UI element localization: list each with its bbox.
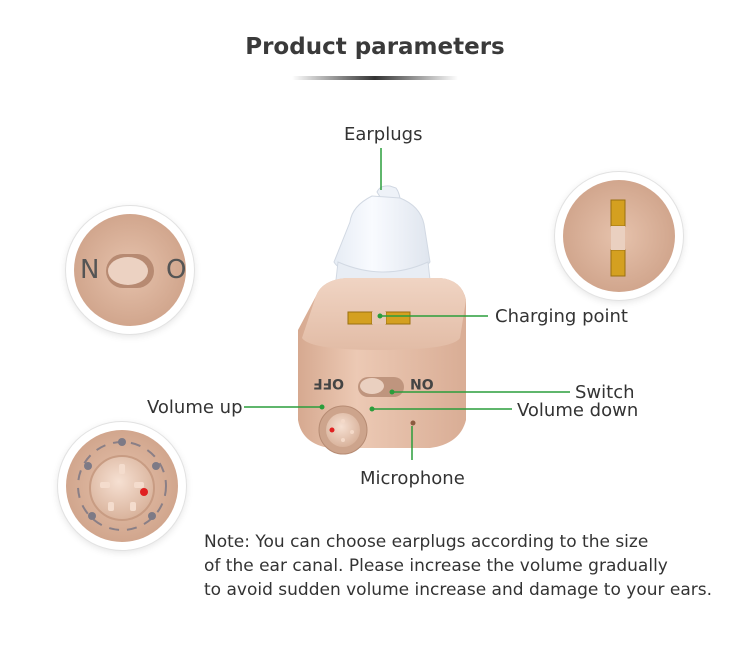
device-off-text: OFF <box>313 375 345 391</box>
label-microphone: Microphone <box>360 468 465 489</box>
note-text: Note: You can choose earplugs according … <box>204 530 734 602</box>
svg-text:N: N <box>80 255 99 285</box>
volume-knob-closeup <box>58 422 186 550</box>
svg-text:O: O <box>166 255 186 285</box>
device-on-text: ON <box>410 375 434 391</box>
device-body <box>298 278 466 455</box>
label-switch: Switch <box>575 382 635 403</box>
switch-closeup: N O <box>66 206 194 334</box>
note-line-2: of the ear canal. Please increase the vo… <box>204 556 668 576</box>
charging-closeup <box>555 172 683 300</box>
earplug-tip <box>333 185 431 289</box>
label-earplugs: Earplugs <box>344 124 423 145</box>
label-volume-down: Volume down <box>517 400 639 421</box>
label-volume-up: Volume up <box>147 397 243 418</box>
label-charging-point: Charging point <box>495 306 628 327</box>
note-line-3: to avoid sudden volume increase and dama… <box>204 580 713 600</box>
title-underline <box>292 76 458 80</box>
note-line-1: Note: You can choose earplugs according … <box>204 532 649 552</box>
page-title: Product parameters <box>245 34 505 60</box>
